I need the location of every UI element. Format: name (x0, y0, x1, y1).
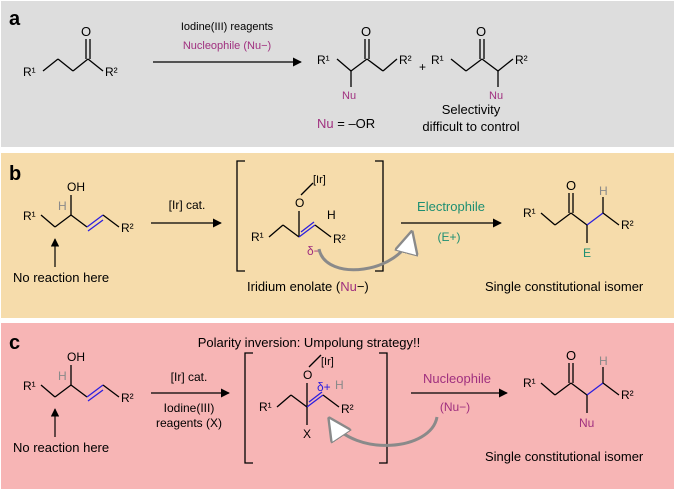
reactant-r1: R¹ (23, 65, 36, 79)
product-b-h: H (599, 184, 608, 198)
no-reaction-c: No reaction here (13, 440, 109, 455)
arrow-a-bottom-text: Nucleophile (Nu−) (183, 40, 271, 52)
bracket-right-b (375, 160, 384, 272)
intermediate-r1: R¹ (259, 400, 272, 414)
curved-arrow-c (331, 417, 439, 447)
selectivity-line-2: difficult to control (422, 119, 519, 134)
product-b-e: E (583, 246, 591, 260)
no-reaction-b: No reaction here (13, 270, 109, 285)
product-2-oxygen: O (476, 24, 486, 39)
reactant-c-oh: OH (67, 350, 85, 364)
product-b-r2: R² (621, 218, 634, 232)
intermediate-h: H (335, 378, 344, 392)
reactant-b-h: H (58, 199, 67, 213)
product-b-r1: R¹ (523, 206, 536, 220)
reactant-b-r2: R² (121, 221, 134, 235)
product-2-r2: R² (515, 53, 528, 67)
curved-arrow-b (317, 235, 411, 272)
product-c-oxygen: O (566, 348, 576, 363)
arrow-b-top-text: [Ir] cat. (169, 198, 206, 212)
product-b-oxygen: O (566, 178, 576, 193)
product-c-h: H (599, 354, 608, 368)
electrophile-label: Electrophile (417, 199, 485, 214)
panel-c-scheme: c Polarity inversion: Umpolung strategy!… (9, 332, 644, 464)
nucleophile-label: Nucleophile (423, 371, 491, 386)
product-b-structure (540, 193, 620, 243)
product-c-structure (540, 363, 620, 413)
panel-c: c Polarity inversion: Umpolung strategy!… (1, 323, 674, 489)
enolate-r1: R¹ (251, 230, 264, 244)
allylic-alcohol-c (40, 365, 120, 402)
arrow-c-top-text: [Ir] cat. (171, 370, 208, 384)
allylic-alcohol (40, 195, 120, 232)
arrow-a-top-text: Iodine(III) reagents (181, 21, 274, 33)
panel-b: b OH H R¹ R² No reaction here [Ir] cat. … (1, 153, 674, 318)
enolate-ir: [Ir] (313, 174, 326, 186)
product-1-nu: Nu (342, 90, 356, 102)
panel-b-scheme: b OH H R¹ R² No reaction here [Ir] cat. … (9, 160, 644, 294)
product-c-label: Single constitutional isomer (485, 449, 644, 464)
product-c-nu: Nu (579, 416, 594, 430)
iridium-enolate (268, 182, 332, 238)
product-1-r2: R² (399, 53, 412, 67)
reactant-c-h: H (58, 369, 67, 383)
reactant-r2: R² (105, 65, 118, 79)
panel-c-title: Polarity inversion: Umpolung strategy!! (198, 335, 421, 350)
intermediate-x: X (303, 427, 311, 441)
product-c-r2: R² (621, 388, 634, 402)
panel-a: a O R¹ R² Iodine(III) reagents Nucleophi… (1, 1, 674, 147)
bracket-right-c (379, 352, 388, 464)
arrow-c-bottom-2: reagents (X) (156, 416, 222, 430)
reactant-b-oh: OH (67, 180, 85, 194)
intermediate-r2: R² (341, 402, 354, 416)
product-2-r1: R¹ (431, 53, 444, 67)
umpolung-intermediate (276, 354, 340, 425)
plus-sign: + (419, 60, 426, 74)
product-1-r1: R¹ (317, 53, 330, 67)
enolate-label: Iridium enolate (Nu−) (247, 279, 369, 294)
enolate-oxygen: O (295, 196, 304, 210)
product-2-structure (450, 39, 514, 87)
bracket-left-c (244, 352, 253, 464)
reactant-c-r1: R¹ (23, 379, 36, 393)
intermediate-oxygen: O (303, 368, 312, 382)
reactant-c-r2: R² (121, 391, 134, 405)
reactant-oxygen: O (81, 24, 91, 39)
reactant-b-r1: R¹ (23, 209, 36, 223)
arrow-c-bottom-1: Iodine(III) (164, 401, 215, 415)
panel-c-label: c (9, 332, 20, 354)
product-b-label: Single constitutional isomer (485, 279, 644, 294)
product-1-oxygen: O (361, 24, 371, 39)
enolate-r2: R² (333, 232, 346, 246)
nu-paren-label: (Nu−) (440, 400, 470, 414)
intermediate-ir: [Ir] (321, 356, 334, 368)
enolate-h: H (327, 208, 336, 222)
selectivity-line-1: Selectivity (442, 102, 501, 117)
enolate-delta: δ− (307, 244, 321, 258)
product-2-nu: Nu (489, 90, 503, 102)
bracket-left-b (236, 160, 245, 272)
product-1-structure (336, 39, 398, 87)
intermediate-delta: δ+ (317, 380, 331, 394)
nu-definition: Nu = –OR (317, 116, 375, 131)
panel-b-label: b (9, 163, 21, 185)
e-plus-label: (E+) (437, 230, 460, 244)
panel-a-scheme: a O R¹ R² Iodine(III) reagents Nucleophi… (9, 8, 528, 134)
reactant-ketone (42, 39, 104, 72)
product-c-r1: R¹ (523, 376, 536, 390)
panel-a-label: a (9, 8, 21, 30)
